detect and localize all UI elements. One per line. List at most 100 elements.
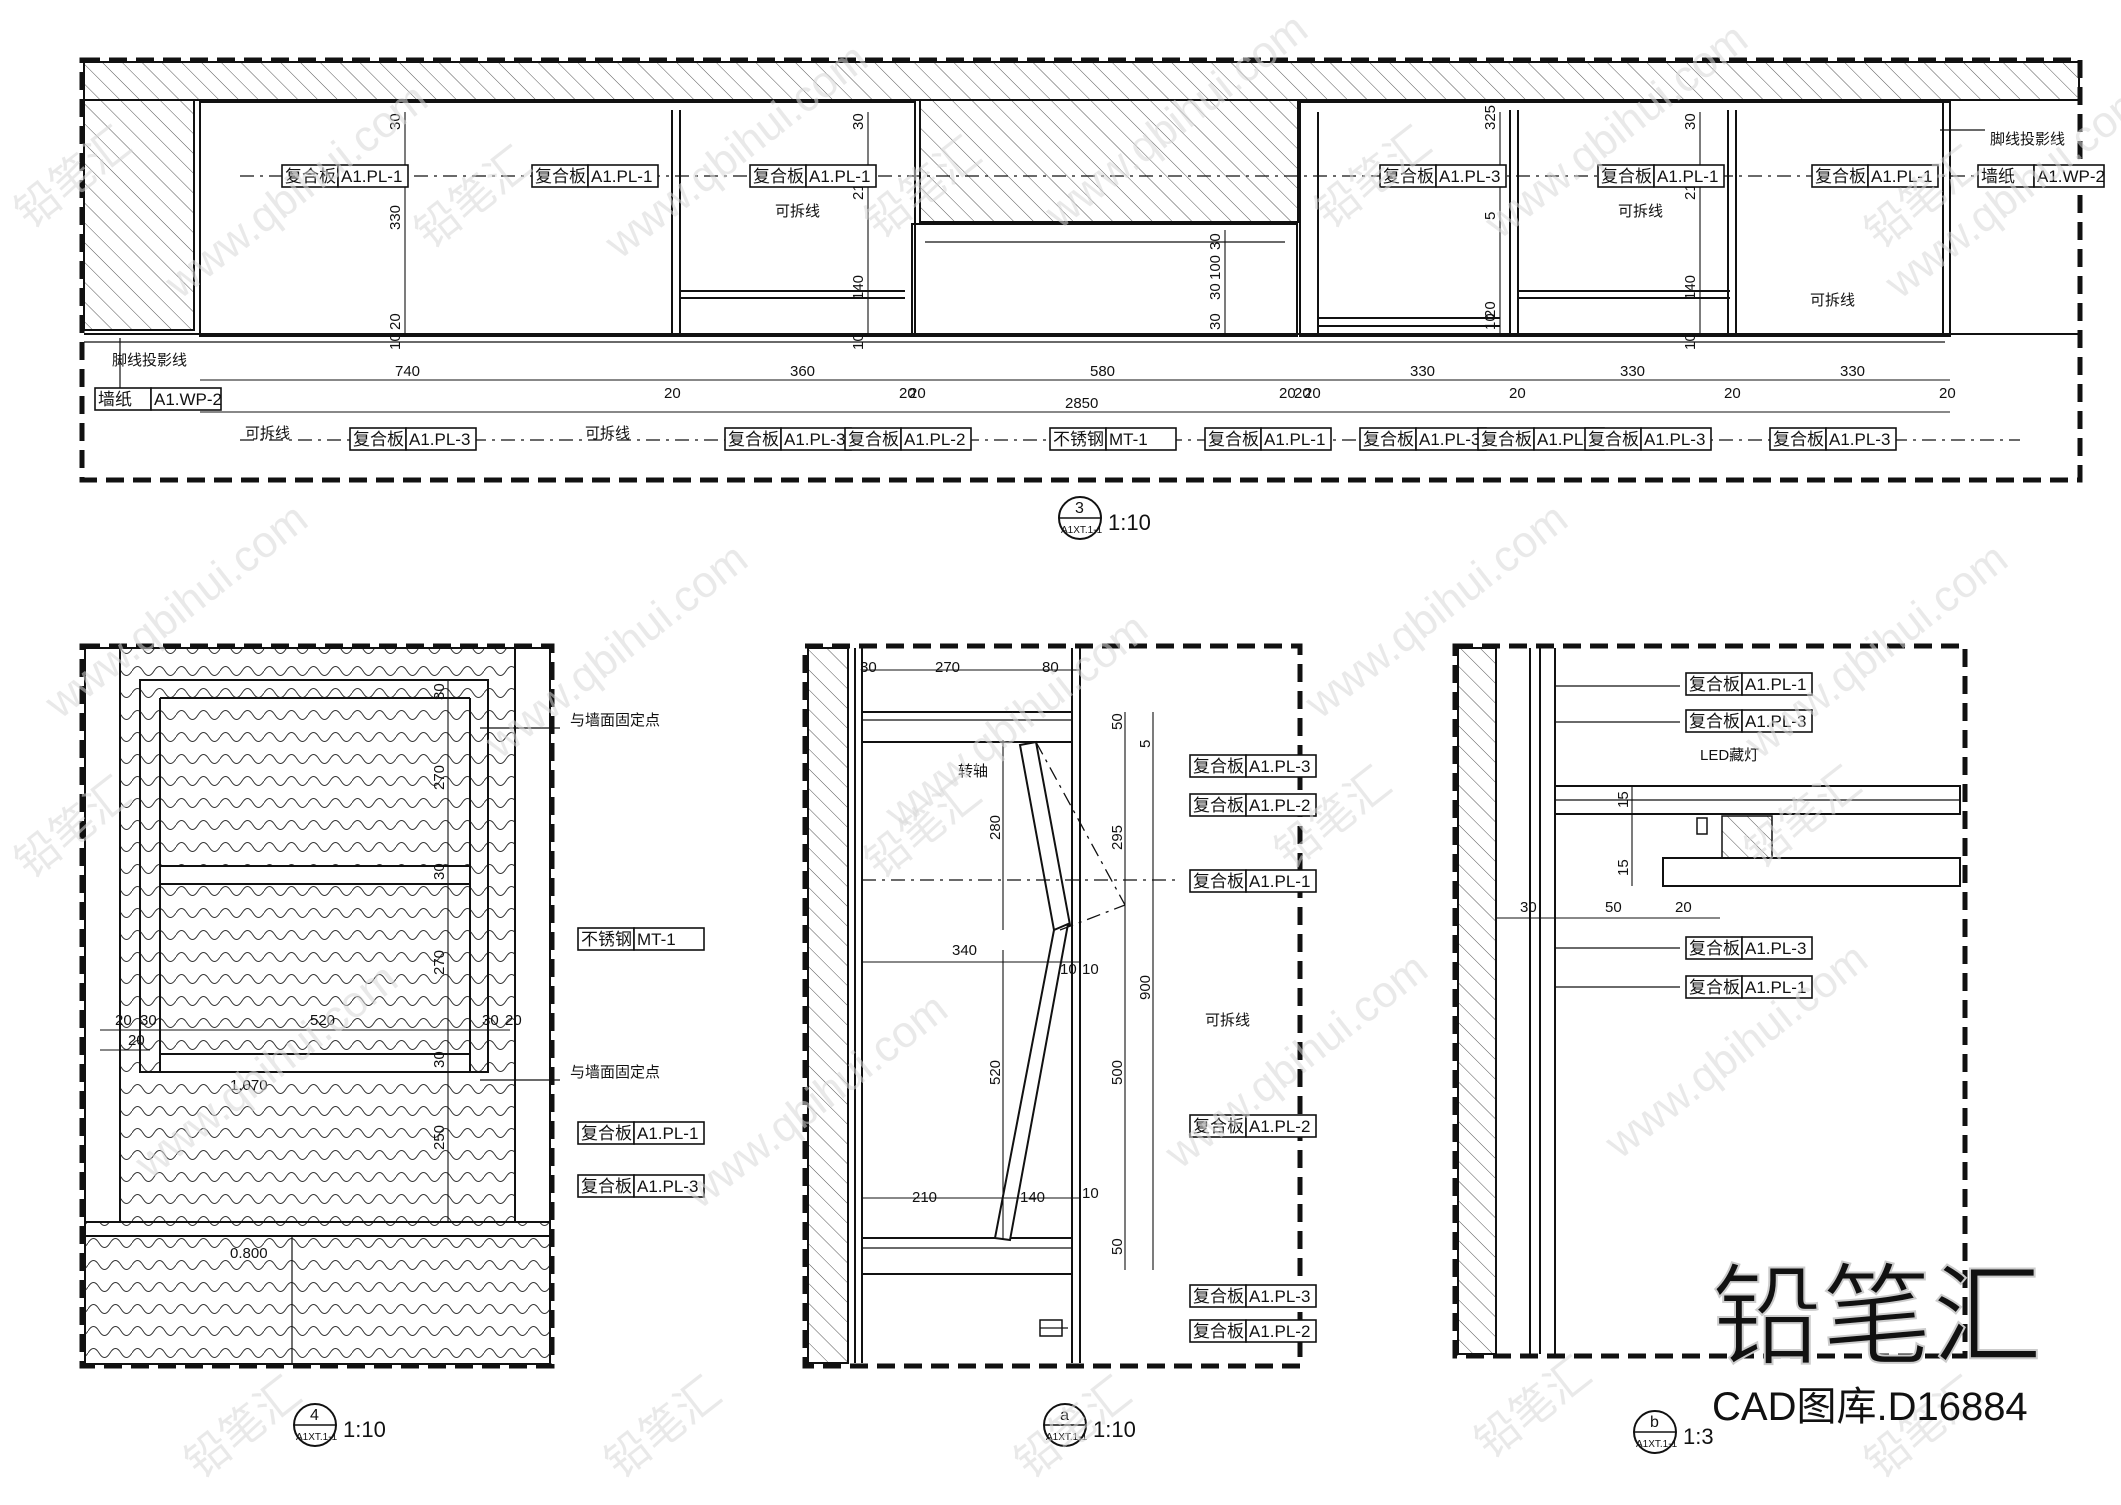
e3-gap-dim-6: 20	[1304, 385, 1321, 402]
db-ref-sheet: A1XT.1-1	[1636, 1439, 1678, 1450]
e4-tag-1-code: A1.PL-1	[637, 1124, 698, 1143]
db-scale: 1:3	[1683, 1424, 1714, 1449]
e3-bay-dim-1: 360	[790, 363, 815, 380]
e3-bottom-tag-8-prefix: 复合板	[1773, 430, 1824, 449]
e3-bottom-tag-0-prefix: 复合板	[353, 430, 404, 449]
sa-tag-4-code: A1.PL-3	[1249, 1287, 1310, 1306]
e3-bottom-tag-4-prefix: 复合板	[1208, 430, 1259, 449]
e3-right-note: 脚线投影线	[1990, 131, 2065, 148]
e3-top-tag-2-prefix: 复合板	[753, 167, 804, 186]
e3-gap-dim-3: 20	[909, 385, 926, 402]
watermark-domain-9: www.qbihui.com	[1735, 534, 2016, 769]
e3-vertical-dim-9: 100	[1207, 255, 1224, 280]
db-tag-2-prefix: 复合板	[1689, 939, 1740, 958]
e3-bay-dim-4: 330	[1620, 363, 1645, 380]
e3-top-tag-3-prefix: 复合板	[1383, 167, 1434, 186]
sa-tag-5-prefix: 复合板	[1193, 1322, 1244, 1341]
e4-horizontal-dim-5: 20	[128, 1032, 145, 1049]
section-a	[802, 643, 1303, 1369]
db-led-label: LED藏灯	[1700, 747, 1759, 764]
e4-tag-2-prefix: 复合板	[581, 1177, 632, 1196]
e3-bay-dim-5: 330	[1840, 363, 1865, 380]
e4-horizontal-dim-3: 30	[482, 1012, 499, 1029]
e4-horizontal-dim-0: 20	[115, 1012, 132, 1029]
e3-vertical-dim-1: 330	[387, 205, 404, 230]
e4-vertical-dim-4: 30	[431, 1051, 448, 1068]
db-tag-0-code: A1.PL-1	[1745, 675, 1806, 694]
e4-tag-2-code: A1.PL-3	[637, 1177, 698, 1196]
e3-bottom-tag-3-code: MT-1	[1109, 430, 1148, 449]
sa-right-vertical-dim-0: 50	[1109, 713, 1126, 730]
e3-bottom-tag-8-code: A1.PL-3	[1829, 430, 1890, 449]
sa-top-dim-2: 80	[1042, 659, 1059, 676]
e4-vertical-dim-3: 270	[431, 950, 448, 975]
elevation-3	[79, 57, 2083, 483]
e3-ref-sheet: A1XT.1-1	[1061, 525, 1103, 536]
e3-vertical-dim-10: 30	[1207, 283, 1224, 300]
e4-tag-0-code: MT-1	[637, 930, 676, 949]
e4-tag-0-prefix: 不锈钢	[581, 930, 632, 949]
watermark-logo: 铅笔汇 CAD图库.D16884	[1711, 1255, 2043, 1429]
e4-horizontal-dim-2: 520	[310, 1012, 335, 1029]
e3-bottom-tag-5-prefix: 复合板	[1363, 430, 1414, 449]
e3-removable-label-4: 可拆线	[1810, 292, 1855, 309]
e3-overall-dim: 2850	[1065, 395, 1098, 412]
e3-bottom-tag-2-code: A1.PL-2	[904, 430, 965, 449]
e3-right-wallpaper-tag-prefix: 墙纸	[1981, 167, 2015, 186]
db-tag-2-code: A1.PL-3	[1745, 939, 1806, 958]
watermark-domain-8: www.qbihui.com	[1295, 494, 1576, 729]
e3-gap-dim-7: 20	[1509, 385, 1526, 402]
e4-level-lower: 0.800	[230, 1245, 268, 1262]
e3-left-wallpaper-tag-code: A1.WP-2	[154, 390, 222, 409]
e3-bottom-tag-7-code: A1.PL-3	[1644, 430, 1705, 449]
db-tag-2: 复合板 A1.PL-3	[1685, 936, 1813, 960]
e3-top-tag-5-prefix: 复合板	[1815, 167, 1866, 186]
db-tag-3-code: A1.PL-1	[1745, 978, 1806, 997]
e3-removable-label-3: 可拆线	[1618, 203, 1663, 220]
e4-tag-0: 不锈钢 MT-1	[577, 927, 705, 951]
e3-top-tag-3-code: A1.PL-3	[1439, 167, 1500, 186]
e3-gap-dim-2: 20	[899, 385, 916, 402]
e3-vertical-dim-13: 5	[1482, 212, 1499, 220]
sa-mid-dim-1: 10	[1060, 961, 1077, 978]
db-horizontal-dim-2: 20	[1675, 899, 1692, 916]
e3-removable-label-2: 可拆线	[775, 203, 820, 220]
e3-top-tag-0-code: A1.PL-1	[341, 167, 402, 186]
db-vertical-dim-0: 15	[1615, 791, 1632, 808]
db-tag-0-prefix: 复合板	[1689, 675, 1740, 694]
e4-vertical-dim-1: 270	[431, 765, 448, 790]
e3-bottom-tag-5-code: A1.PL-3	[1419, 430, 1480, 449]
sa-bot-dim-0: 210	[912, 1189, 937, 1206]
e4-vertical-dim-2: 30	[431, 863, 448, 880]
e4-fix-note-top: 与墙面固定点	[570, 712, 660, 729]
e3-removable-label-0: 可拆线	[245, 425, 290, 442]
sa-right-vertical-dim-1: 5	[1137, 740, 1154, 748]
watermark-big-logo: 铅笔汇	[1712, 1256, 2042, 1379]
watermark-domain-13: www.qbihui.com	[1595, 934, 1876, 1169]
sa-mid-dim-2: 10	[1082, 961, 1099, 978]
e4-horizontal-dim-4: 20	[505, 1012, 522, 1029]
e3-bottom-tag-8: 复合板 A1.PL-3	[1769, 427, 1897, 451]
e3-gap-dim-8: 20	[1724, 385, 1741, 402]
sa-ref-number: a	[1060, 1407, 1069, 1424]
e3-vertical-dim-18: 140	[1682, 275, 1699, 300]
e3-bottom-tag-2-prefix: 复合板	[848, 430, 899, 449]
e3-gap-dim-9: 20	[1939, 385, 1956, 402]
